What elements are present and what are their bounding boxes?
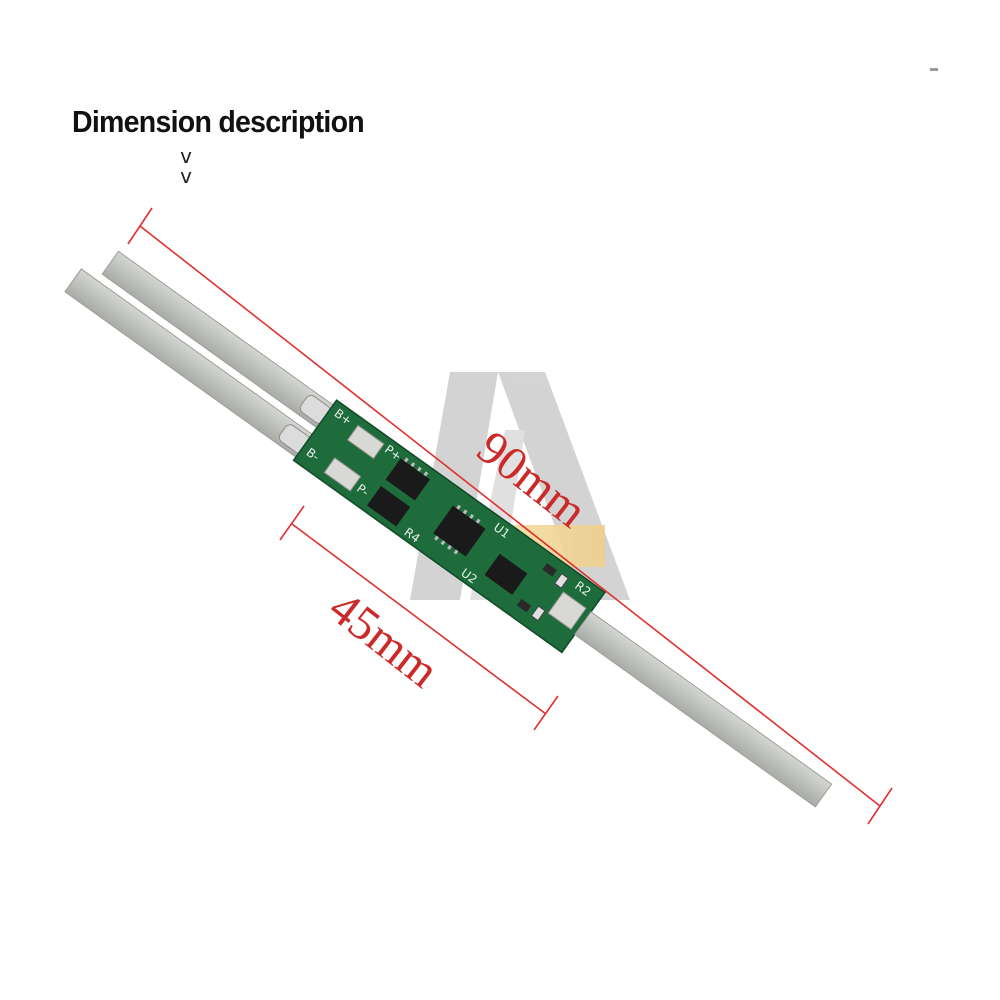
chevron-down-icon: v v [176,146,196,186]
ic-chip [366,486,411,527]
nickel-strip-output [573,611,833,808]
protection-board-assembly: B+ B- P+ P- U1 U2 R4 R2 [64,250,833,808]
chevron-down-icon: v [180,164,192,188]
page-title: Dimension description [72,104,365,139]
nickel-strip-lower [64,268,318,462]
mosfet-chip [484,553,528,595]
corner-mark [930,68,938,71]
chevron-down-icon: v [180,144,192,168]
ic-chip [385,458,431,501]
dimension-overall [127,207,893,825]
ic-chip [433,505,486,557]
dimension-board [279,505,559,731]
